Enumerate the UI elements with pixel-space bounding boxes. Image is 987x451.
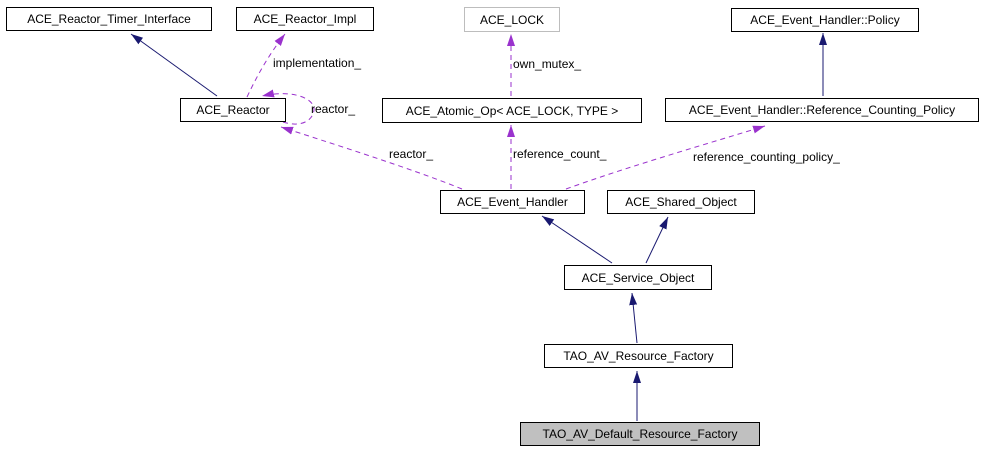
node-ace-shared-object[interactable]: ACE_Shared_Object bbox=[607, 190, 755, 214]
edge-label-reference-count: reference_count_ bbox=[513, 147, 607, 161]
edge-label-own-mutex: own_mutex_ bbox=[513, 57, 582, 71]
node-ace-event-handler-policy[interactable]: ACE_Event_Handler::Policy bbox=[731, 8, 919, 32]
node-ace-atomic-op[interactable]: ACE_Atomic_Op< ACE_LOCK, TYPE > bbox=[382, 98, 642, 123]
node-ace-event-handler[interactable]: ACE_Event_Handler bbox=[440, 190, 585, 214]
edge-label-reactor-self: reactor_ bbox=[311, 102, 356, 116]
edge-label-reference-counting-policy: reference_counting_policy_ bbox=[693, 150, 840, 164]
node-ace-reactor[interactable]: ACE_Reactor bbox=[180, 98, 286, 122]
node-ace-lock: ACE_LOCK bbox=[464, 7, 560, 32]
node-ace-event-handler-reference-counting-policy[interactable]: ACE_Event_Handler::Reference_Counting_Po… bbox=[665, 98, 979, 122]
inheritance-edge-serviceobject-to-eventhandler bbox=[541, 215, 613, 264]
inheritance-edge-serviceobject-to-sharedobject bbox=[645, 216, 669, 264]
node-ace-reactor-timer-interface[interactable]: ACE_Reactor_Timer_Interface bbox=[6, 7, 212, 31]
node-tao-av-resource-factory[interactable]: TAO_AV_Resource_Factory bbox=[544, 344, 733, 368]
node-tao-av-default-resource-factory: TAO_AV_Default_Resource_Factory bbox=[520, 422, 760, 446]
edge-label-reactor: reactor_ bbox=[389, 147, 434, 161]
inheritance-edge-resourcefactory-to-serviceobject bbox=[629, 292, 638, 344]
inheritance-edge-reactor-to-timer-interface bbox=[130, 33, 218, 97]
node-ace-service-object[interactable]: ACE_Service_Object bbox=[564, 265, 712, 290]
edge-label-implementation: implementation_ bbox=[273, 56, 362, 70]
node-ace-reactor-impl[interactable]: ACE_Reactor_Impl bbox=[236, 7, 374, 31]
usage-edge-reactor bbox=[280, 126, 463, 190]
